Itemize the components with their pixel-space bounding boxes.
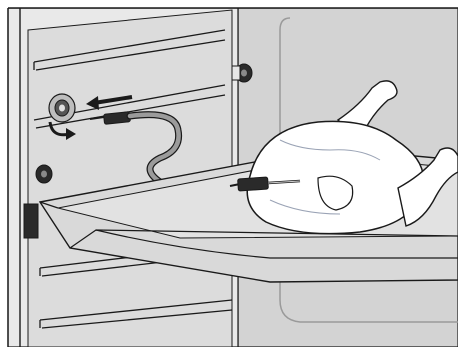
oven-top-edge [0,0,458,8]
probe-socket-icon [49,94,75,122]
rail-knob-upper [232,64,252,82]
rail-knob-lower [36,165,52,183]
